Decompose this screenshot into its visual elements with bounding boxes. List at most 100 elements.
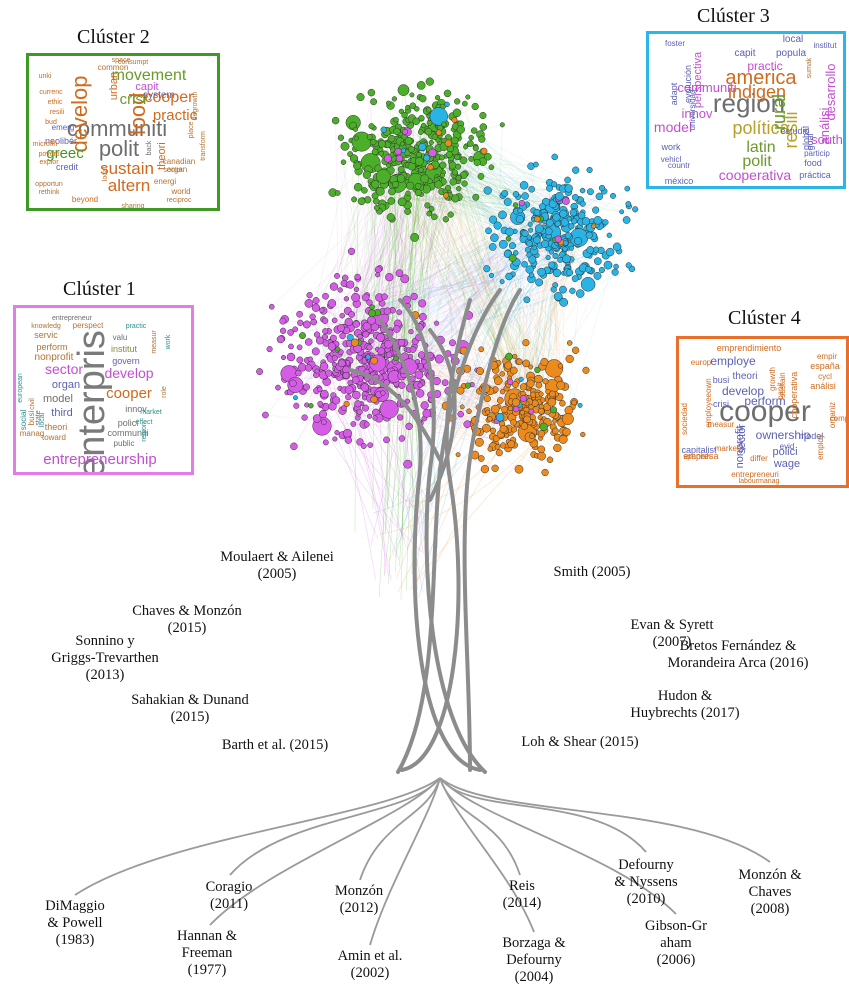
network-node	[409, 92, 415, 98]
network-edge	[418, 192, 591, 285]
network-node	[519, 383, 528, 391]
wordcloud-term: rethink	[38, 189, 60, 196]
wordcloud-term: entrepreneurship	[43, 451, 156, 468]
reference-right: Smith (2005)	[553, 564, 631, 580]
network-node	[463, 144, 469, 150]
network-edge	[381, 297, 559, 352]
root-reference: Coragio(2011)	[205, 879, 253, 912]
wordcloud-term: análisi	[810, 381, 836, 391]
network-node	[371, 180, 380, 189]
network-edge	[366, 271, 542, 425]
network-edge	[376, 207, 509, 384]
network-node	[586, 246, 595, 254]
network-node	[508, 254, 517, 262]
network-node	[415, 389, 425, 398]
network-node	[527, 221, 533, 227]
wordcloud-term: empir	[817, 352, 837, 361]
network-node	[416, 81, 426, 90]
wordcloud-term: entrepreneur	[52, 315, 93, 322]
root-reference: Reis(2014)	[502, 878, 542, 911]
network-node	[353, 286, 360, 293]
wordcloud-term: nonprofit	[734, 426, 746, 469]
wordcloud-term: theori	[156, 142, 168, 170]
wordcloud-term: adapt	[669, 82, 679, 105]
network-node	[312, 414, 322, 423]
wordcloud-term: polici	[772, 446, 797, 458]
network-node	[556, 380, 566, 390]
wordcloud-term: busi	[713, 375, 730, 385]
network-edge	[342, 262, 535, 436]
network-node	[554, 220, 561, 227]
network-node	[340, 141, 350, 151]
network-node	[448, 161, 457, 170]
wordcloud-term: wage	[773, 458, 800, 470]
network-node	[564, 184, 573, 193]
network-edge	[377, 168, 498, 422]
network-node	[622, 216, 631, 224]
network-node	[505, 235, 512, 242]
network-node	[405, 104, 411, 110]
wordcloud-term: institut	[111, 344, 138, 354]
network-node	[329, 282, 339, 291]
network-node	[530, 391, 537, 398]
network-node	[428, 205, 435, 212]
wordcloud-term: innov	[125, 404, 147, 414]
wordcloud-term: sumak	[806, 57, 813, 78]
network-node	[409, 102, 417, 110]
wordcloud-term: work	[165, 334, 172, 350]
network-edge	[381, 240, 579, 352]
network-edge	[438, 184, 453, 343]
wordcloud-term: model	[799, 431, 824, 441]
wordcloud-term: region	[141, 422, 148, 442]
network-node	[539, 422, 548, 431]
network-edge	[446, 104, 532, 190]
wordcloud-term: resili	[50, 109, 65, 116]
network-node	[540, 357, 549, 367]
wordcloud-term: compar	[830, 414, 846, 423]
network-edge	[445, 219, 454, 357]
network-node	[504, 433, 510, 439]
network-edge	[530, 166, 540, 283]
network-node	[393, 355, 399, 362]
network-node	[377, 347, 386, 355]
reference-left: Moulaert & Ailenei(2005)	[220, 549, 334, 582]
network-node	[585, 231, 593, 239]
network-node	[352, 320, 360, 328]
network-edge	[413, 151, 534, 423]
network-edge	[498, 246, 618, 364]
network-node	[288, 343, 294, 350]
network-node	[356, 438, 364, 446]
network-node	[320, 389, 329, 399]
wordcloud-term: european	[17, 373, 24, 403]
reference-left: Barth et al. (2015)	[221, 737, 329, 753]
network-node	[297, 319, 304, 326]
network-node	[461, 100, 468, 107]
network-edge	[420, 85, 488, 411]
network-node	[370, 139, 377, 146]
network-node	[499, 388, 506, 395]
network-node	[431, 213, 438, 221]
network-node	[511, 398, 521, 407]
wordcloud-term: local	[102, 166, 109, 181]
network-node	[537, 451, 546, 461]
wordcloud-term: universidad	[688, 90, 697, 131]
network-node	[442, 216, 449, 223]
network-node	[523, 415, 531, 424]
network-node	[317, 400, 324, 407]
network-node	[625, 262, 632, 269]
wordcloud-term: consumpt	[118, 59, 148, 66]
wordcloud-term: organ	[167, 165, 187, 174]
network-node	[403, 459, 413, 469]
network-node	[378, 150, 385, 157]
network-node	[505, 352, 513, 361]
network-node	[417, 351, 426, 359]
network-node	[435, 129, 442, 136]
network-edge	[396, 172, 456, 346]
network-node	[459, 404, 465, 410]
network-node	[280, 354, 287, 361]
network-node	[322, 292, 329, 300]
network-node	[555, 192, 564, 201]
